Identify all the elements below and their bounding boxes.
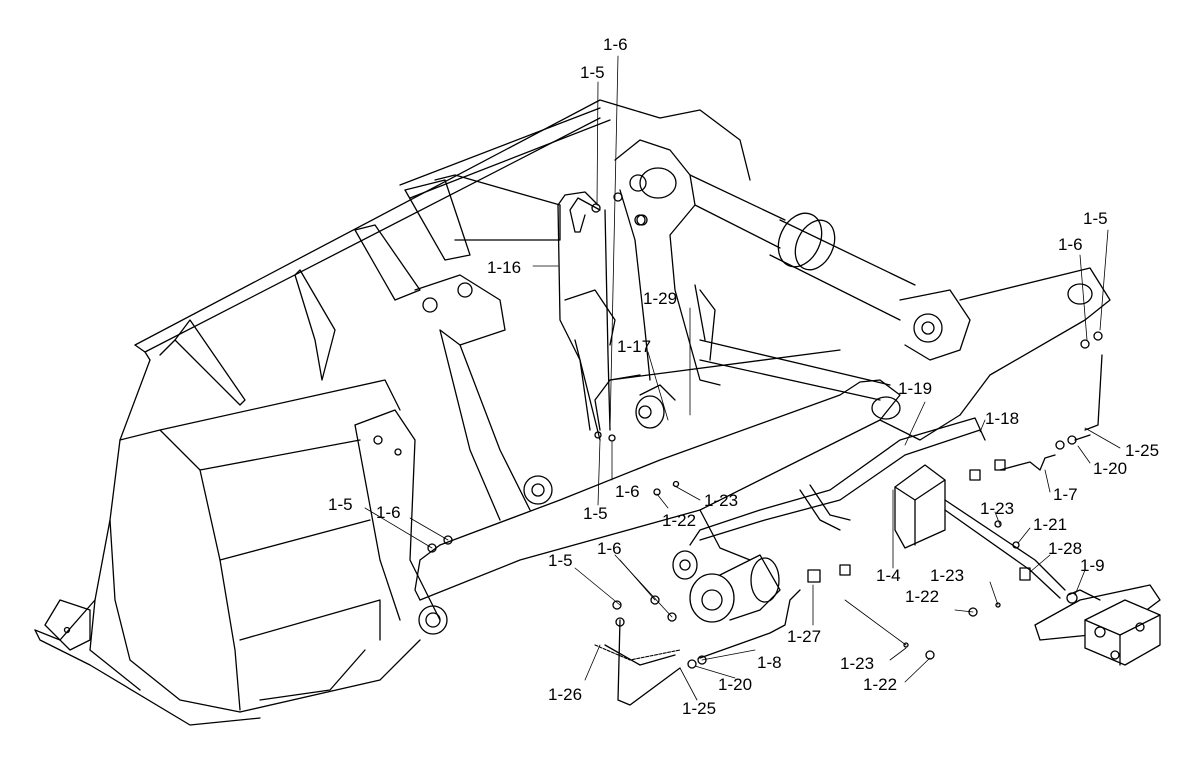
callout-1-5-top: 1-5	[580, 63, 605, 82]
callout-1-22-mid: 1-22	[662, 511, 697, 530]
callout-1-6-lower: 1-6	[597, 539, 622, 558]
callout-1-6-top: 1-6	[603, 35, 628, 54]
callout-1-5-left: 1-5	[328, 495, 353, 514]
callout-1-19: 1-19	[898, 379, 933, 398]
control-valve-assembly	[1034, 584, 1161, 666]
callout-1-25-right: 1-25	[1125, 441, 1160, 460]
leader-lines	[364, 55, 1121, 701]
callout-1-22-lower: 1-22	[905, 587, 940, 606]
callout-1-17: 1-17	[617, 337, 652, 356]
callout-1-20-bottom: 1-20	[718, 675, 753, 694]
callout-1-20-right: 1-20	[1093, 459, 1128, 478]
callout-1-8: 1-8	[757, 653, 782, 672]
callout-1-23-bottom: 1-23	[840, 654, 875, 673]
callout-1-26: 1-26	[548, 685, 583, 704]
callout-1-23-mid: 1-23	[704, 491, 739, 510]
callout-1-28: 1-28	[1048, 539, 1083, 558]
callout-1-5-mid: 1-5	[583, 504, 608, 523]
tilt-lever	[609, 109, 891, 401]
callout-1-6-mid: 1-6	[615, 482, 640, 501]
callout-1-29: 1-29	[643, 289, 678, 308]
callout-1-5-lower: 1-5	[548, 551, 573, 570]
callout-1-22-bottom: 1-22	[863, 675, 898, 694]
callout-1-5-right: 1-5	[1083, 209, 1108, 228]
callout-1-23-right: 1-23	[980, 499, 1015, 518]
bucket-lever-brackets	[354, 274, 616, 621]
callout-1-21: 1-21	[1033, 515, 1068, 534]
callout-1-9: 1-9	[1080, 556, 1105, 575]
hydraulic-lines	[427, 191, 1103, 706]
tilt-cylinder	[769, 212, 971, 361]
callout-1-6-left: 1-6	[376, 503, 401, 522]
callout-1-27: 1-27	[787, 627, 822, 646]
callout-1-16: 1-16	[487, 258, 522, 277]
bucket	[34, 99, 641, 726]
callout-1-6-right: 1-6	[1058, 235, 1083, 254]
callout-1-7: 1-7	[1053, 485, 1078, 504]
callout-1-23-lower: 1-23	[930, 566, 965, 585]
callout-1-18: 1-18	[985, 409, 1020, 428]
callout-1-4: 1-4	[876, 566, 901, 585]
callout-1-25-bottom: 1-25	[682, 699, 717, 718]
boom-arm	[414, 267, 1111, 635]
lower-link-pins	[635, 384, 781, 623]
